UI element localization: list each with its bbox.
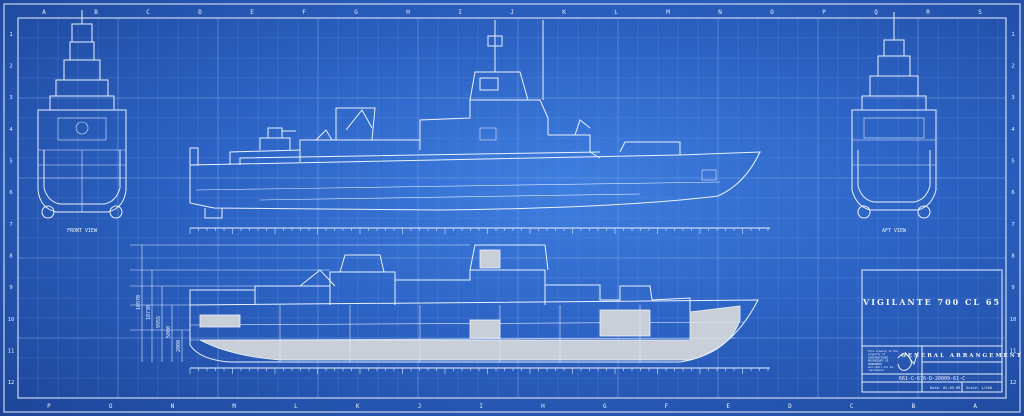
outer-border (3, 3, 1021, 413)
side-numbers-right-3: 4 (1011, 127, 1015, 133)
drawing-date: Date: 02-09-09 (930, 386, 960, 390)
side-numbers-left-10: 11 (8, 349, 15, 355)
front-view: FRONT VIEW (37, 10, 127, 234)
dimension-lines: 10970 10730 9955 5000 2000 (136, 245, 183, 362)
frame-letters-bottom-5: K (356, 403, 360, 410)
dimension-10970: 10970 (136, 295, 142, 310)
frame-letters-top-5: F (302, 9, 306, 16)
note-line-3: MECANIQUES DE (868, 359, 889, 363)
side-numbers-left-11: 12 (8, 380, 15, 386)
frame-letters-bottom-14: B (912, 403, 916, 410)
frame-letters-bottom-1: O (109, 403, 113, 410)
frame-letters-top-7: H (406, 9, 410, 16)
dimension-5000: 5000 (166, 326, 172, 338)
side-numbers-right-2: 3 (1011, 95, 1014, 101)
frame-letters-top: A B C D E F G H I J K L M N O P Q R S (42, 9, 982, 16)
frame-letters-top-1: B (94, 9, 98, 16)
side-numbers-right-6: 7 (1011, 222, 1014, 228)
dimension-9955: 9955 (156, 316, 162, 328)
note-line-2: CONSTRUCTIONS (868, 355, 889, 359)
section-view (130, 244, 759, 363)
dimension-10730: 10730 (146, 305, 152, 320)
drawing-scale: Scale: 1/100 (966, 386, 992, 390)
note-line-0: This drawing is the (868, 349, 898, 353)
side-numbers-left-9: 10 (8, 317, 15, 323)
frame-letters-top-14: O (770, 9, 774, 16)
side-numbers-left-7: 8 (9, 254, 12, 260)
frame-letters-top-9: J (510, 9, 514, 16)
frame-letters-top-12: M (666, 9, 670, 16)
frame-letters-top-6: G (354, 9, 358, 16)
ship-name: VIGILANTE 700 CL 65 (862, 297, 1001, 307)
frame-letters-bottom-6: J (418, 403, 422, 410)
frame-letters-top-13: N (718, 9, 722, 16)
frame-letters-bottom-7: I (479, 403, 483, 410)
frame-letters-top-16: Q (874, 9, 878, 16)
profile-view (189, 20, 761, 219)
frame-letters-top-10: K (562, 9, 566, 16)
side-numbers-right-1: 2 (1011, 64, 1014, 70)
front-view-label: FRONT VIEW (67, 228, 98, 234)
frame-letters-bottom-9: G (603, 403, 607, 410)
note-line-5: and shall not be (868, 365, 893, 369)
frame-letters-top-2: C (146, 9, 150, 16)
side-numbers-left-5: 6 (9, 190, 12, 196)
frame-letters-bottom-11: E (726, 403, 730, 410)
title-block: VIGILANTE 700 CL 65 This drawing is thep… (861, 269, 1023, 393)
side-numbers-left-3: 4 (9, 127, 13, 133)
frame-letters-top-8: I (458, 9, 462, 16)
inner-border (17, 17, 1007, 399)
drawing-number: 661-C-676-D-20009-61-C (899, 376, 965, 382)
side-numbers-right-4: 5 (1011, 159, 1014, 165)
side-numbers-right-7: 8 (1011, 254, 1014, 260)
frame-letters-top-17: R (926, 9, 930, 16)
side-numbers-right-8: 9 (1011, 285, 1014, 291)
dimension-2000: 2000 (176, 340, 182, 352)
frame-letters-top-0: A (42, 9, 46, 16)
frame-letters-top-18: S (978, 9, 982, 16)
frame-letters-top-3: D (198, 9, 202, 16)
aft-view: AFT VIEW (851, 12, 937, 234)
frame-ruler-upper (189, 227, 770, 234)
side-numbers-right-0: 1 (1011, 32, 1014, 38)
side-numbers-left-1: 2 (9, 64, 12, 70)
frame-letters-bottom-12: D (788, 403, 792, 410)
side-numbers-right-5: 6 (1011, 190, 1014, 196)
frame-letters-bottom-4: L (294, 403, 298, 410)
side-numbers-right-10: 11 (1010, 349, 1017, 355)
frame-letters-bottom-13: C (850, 403, 854, 410)
note-line-4: NORMANDIE (868, 362, 882, 366)
frame-letters-bottom-2: N (171, 403, 175, 410)
frame-letters-bottom-10: F (665, 403, 669, 410)
side-numbers-right-9: 10 (1010, 317, 1017, 323)
drawing-title: GENERAL ARRANGEMENT (901, 353, 1023, 359)
aft-view-label: AFT VIEW (882, 228, 907, 234)
side-numbers-right-11: 12 (1010, 380, 1017, 386)
side-numbers-left-8: 9 (9, 285, 12, 291)
company-logo (897, 351, 919, 371)
frame-ruler-lower (189, 367, 770, 374)
side-numbers-left-0: 1 (9, 32, 12, 38)
frame-letters-top-11: L (614, 9, 618, 16)
frame-letters-bottom-3: M (232, 403, 236, 410)
frame-letters-bottom-8: H (541, 403, 545, 410)
side-numbers-left-4: 5 (9, 159, 12, 165)
note-line-1: property of (868, 352, 886, 356)
side-numbers-left-2: 3 (9, 95, 12, 101)
frame-letters-top-15: P (822, 9, 826, 16)
note-line-6: reproduced (868, 368, 884, 372)
side-numbers-left-6: 7 (9, 222, 12, 228)
frame-letters-bottom-0: P (47, 403, 51, 410)
frame-letters-top-4: E (250, 9, 254, 16)
frame-letters-bottom-15: A (973, 403, 977, 410)
